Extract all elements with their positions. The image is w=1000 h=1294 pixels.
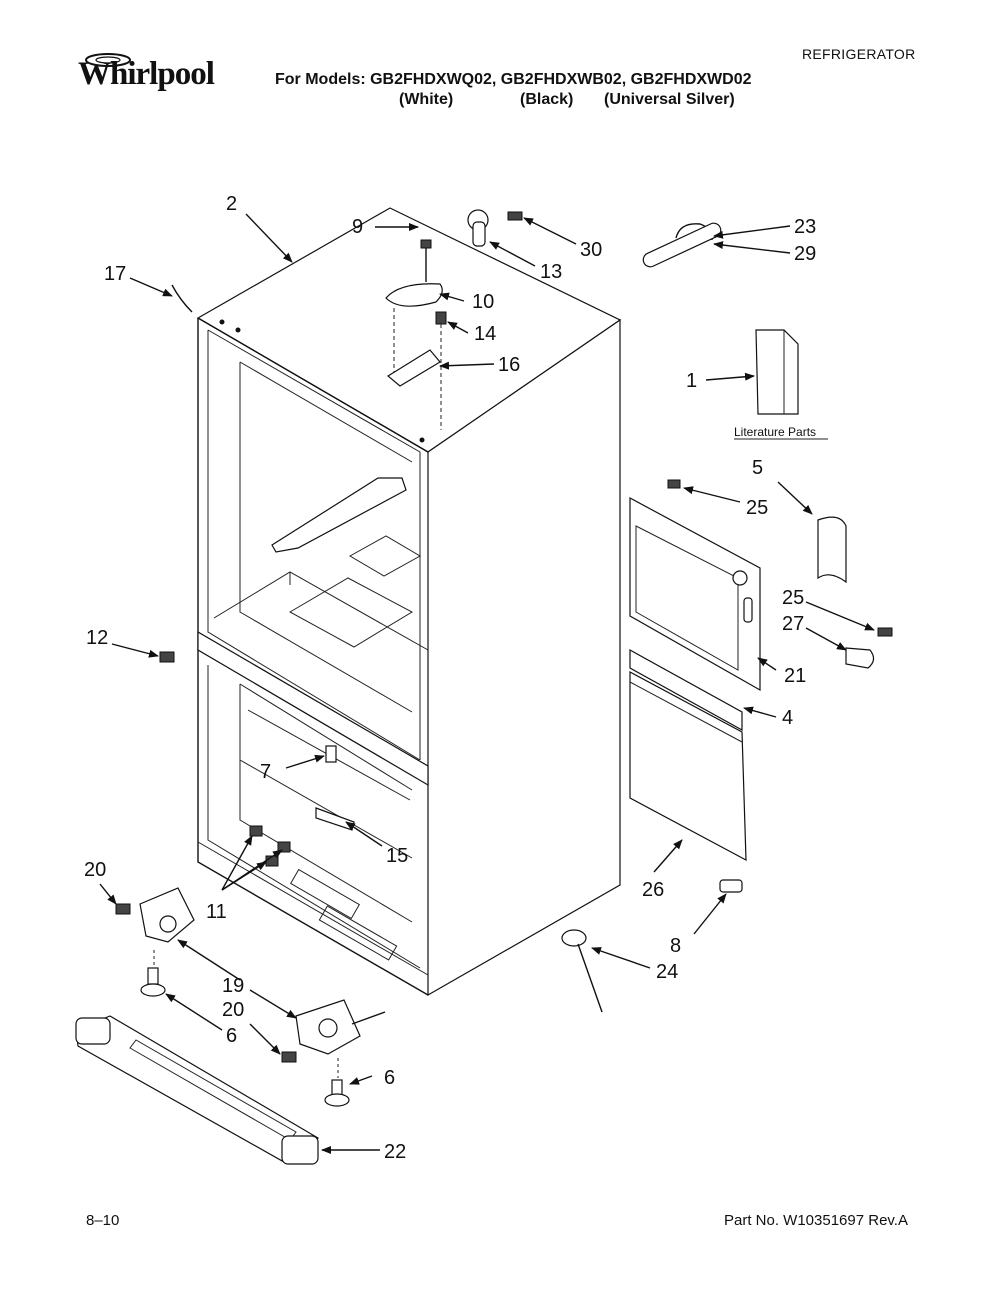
callout-labels: 2 17 9 10 14 16 30 13 23 29 1 5 25 25 27…: [84, 193, 816, 1163]
models-line: For Models: GB2FHDXWQ02, GB2FHDXWB02, GB…: [275, 71, 752, 88]
callout-25-upper: 25: [746, 497, 768, 519]
callout-6-left: 6: [226, 1025, 237, 1047]
rail-part-15: [315, 807, 355, 831]
callout-8: 8: [670, 935, 681, 957]
screw-part-20-left: [115, 903, 131, 915]
screw-part-25-top: [667, 479, 681, 489]
water-tube-part-23: [642, 222, 722, 268]
callout-13: 13: [540, 261, 562, 283]
callout-12: 12: [86, 627, 108, 649]
callout-6-right: 6: [384, 1067, 395, 1089]
callout-11: 11: [206, 901, 227, 923]
toe-panel-part-26: [629, 670, 747, 862]
roller-bracket-part-19-right: [295, 999, 361, 1078]
callout-17: 17: [104, 263, 126, 285]
color-black: (Black): [520, 91, 574, 108]
hinge-cover-part-10: [385, 283, 443, 307]
callout-16: 16: [498, 354, 520, 376]
base-grille-part-22: [75, 1015, 320, 1165]
print-date: 8–10: [86, 1212, 120, 1229]
callout-23: 23: [794, 216, 816, 238]
screw-part-20-right: [281, 1051, 297, 1063]
callout-2: 2: [226, 193, 237, 215]
screw-part-25-side: [877, 627, 893, 637]
whirlpool-swirl-icon: [85, 53, 131, 67]
clip-part-8: [719, 879, 743, 893]
brand-name: Whirlpool: [78, 56, 215, 92]
callout-22: 22: [384, 1141, 406, 1163]
bracket-part-5: [817, 516, 847, 584]
callout-10: 10: [472, 291, 494, 313]
refrigerator-cabinet: [196, 207, 622, 997]
bracket-part-7: [325, 745, 337, 763]
leader-lines: [99, 213, 875, 1154]
clip-part-27: [845, 647, 875, 669]
literature-label: Literature Parts: [734, 425, 816, 439]
callout-24: 24: [656, 961, 678, 983]
whirlpool-logo: Whirlpool: [78, 48, 238, 108]
screw-part-9: [420, 239, 432, 282]
color-white: (White): [399, 91, 454, 108]
callout-14: 14: [474, 323, 496, 345]
roller-bracket-part-19-left: [139, 887, 195, 980]
leveling-leg-part-6-left: [140, 967, 166, 997]
door-stop-part-13: [467, 209, 489, 247]
screw-part-12: [159, 651, 175, 663]
literature-part-1: [755, 329, 799, 415]
category-label: REFRIGERATOR: [802, 46, 916, 62]
part-number: Part No. W10351697 Rev.A: [724, 1212, 908, 1229]
callout-1: 1: [686, 370, 697, 392]
callout-9: 9: [352, 216, 363, 238]
callout-30: 30: [580, 239, 602, 261]
strip-part-4: [629, 648, 743, 732]
tube-part-17: [171, 284, 193, 313]
callout-19: 19: [222, 975, 244, 997]
callout-26: 26: [642, 879, 664, 901]
callout-21: 21: [784, 665, 806, 687]
screws-part-11: [249, 825, 291, 867]
color-universal-silver: (Universal Silver): [604, 91, 735, 108]
callout-29: 29: [794, 243, 816, 265]
tool-part-24: [561, 929, 603, 1013]
callout-4: 4: [782, 707, 793, 729]
screw-part-14: [435, 311, 447, 430]
grille-part-21: [629, 496, 761, 692]
callout-15: 15: [386, 845, 408, 867]
callout-25-lower: 25: [782, 587, 804, 609]
callout-5: 5: [752, 457, 763, 479]
leveling-leg-part-6-right: [324, 1079, 350, 1107]
callout-27: 27: [782, 613, 804, 635]
callout-20-left: 20: [84, 859, 106, 881]
callout-20-right: 20: [222, 999, 244, 1021]
callout-7: 7: [260, 761, 271, 783]
screw-part-30: [507, 211, 523, 221]
